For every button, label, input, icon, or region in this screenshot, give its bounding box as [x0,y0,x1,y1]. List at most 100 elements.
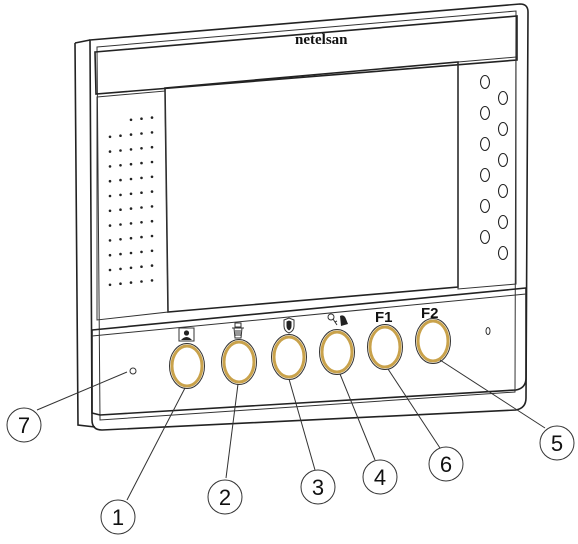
speaker-hole [108,268,112,272]
panel-oval [479,74,491,90]
speaker-hole [108,253,112,257]
speaker-hole [108,150,112,153]
speaker-hole [108,239,112,242]
panel-oval [497,245,509,261]
callout-4: 4 [362,459,398,495]
speaker-hole [119,193,122,197]
panel-oval [497,183,509,199]
speaker-hole [108,224,112,227]
speaker-hole [140,250,143,254]
svg-text:3: 3 [312,475,324,500]
panel-oval [479,136,491,152]
speaker-hole [129,162,133,166]
speaker-hole [140,265,143,269]
speaker-hole [129,177,133,181]
speaker-hole [140,235,143,239]
speaker-hole [140,161,143,165]
speaker-hole [129,236,133,240]
speaker-hole [150,205,154,208]
speaker-hole [129,133,133,136]
speaker-hole [140,206,143,209]
speaker-hole [150,219,154,223]
panel-oval [479,229,491,245]
right-panel [457,56,517,290]
control-strip [91,287,527,416]
screen [164,61,459,313]
speaker-hole [140,147,143,150]
speaker-hole [129,207,133,210]
svg-text:2: 2 [219,485,231,510]
speaker-hole [140,280,143,283]
svg-text:7: 7 [18,413,30,438]
speaker-hole [140,176,143,180]
person-icon [178,327,195,342]
panel-oval [497,152,509,168]
speaker-hole [140,221,143,224]
housing-back-edge [74,39,96,428]
button-6[interactable]: F2 [415,305,451,364]
speaker-hole [108,283,112,287]
speaker-hole [108,135,112,139]
speaker-hole [150,131,154,134]
speaker-hole [119,238,122,241]
speaker-hole [108,179,112,183]
callout-3: 3 [300,469,336,505]
button-1[interactable] [169,327,205,389]
speaker-hole [119,134,122,137]
callout-7: 7 [6,407,42,443]
top-bar [94,15,518,95]
key-bell-icon [327,313,348,326]
speaker-hole [129,251,133,255]
speaker-hole [129,192,133,196]
speaker-hole [119,223,122,226]
speaker-hole [150,116,154,119]
speaker-hole [150,264,154,267]
speaker-hole [129,266,133,270]
microphone-hole [485,327,491,335]
leader-lines [36,359,546,501]
speaker-hole [150,279,154,282]
speaker-hole [108,165,112,168]
speaker-hole [150,175,154,179]
speaker-hole [108,209,112,213]
speaker-hole [119,178,122,182]
panel-oval [479,105,491,121]
speaker-hole [129,118,133,122]
front-frame-outline [89,3,529,431]
button-5[interactable]: F1 [367,309,403,370]
speaker-hole [119,252,122,256]
svg-text:4: 4 [374,465,386,490]
f2-label: F2 [421,305,439,322]
svg-text:5: 5 [551,431,563,456]
speaker-hole [129,148,133,151]
speaker-hole [108,194,112,198]
left-panel [96,90,169,321]
speaker-grille [108,116,154,287]
speaker-hole [119,164,122,167]
panel-oval [479,167,491,183]
speaker-hole [129,222,133,225]
speaker-hole [150,234,154,238]
speaker-hole [129,281,133,284]
speaker-hole [150,190,154,193]
callout-6: 6 [428,446,464,482]
speaker-hole [119,267,122,271]
speaker-hole [119,208,122,211]
svg-text:1: 1 [112,505,124,530]
callout-1: 1 [100,499,136,535]
brand-logo: netelsan [295,32,348,48]
panel-oval [497,214,509,230]
panel-oval [497,121,509,137]
speaker-hole [140,132,143,135]
callout-5: 5 [539,425,575,461]
speaker-hole [150,145,154,149]
button-2[interactable] [221,322,257,385]
button-3[interactable] [271,317,307,380]
speaker-hole [140,191,143,194]
speaker-hole [119,282,122,286]
button-4[interactable] [319,313,355,375]
svg-text:6: 6 [440,452,452,477]
callout-2: 2 [207,479,243,515]
